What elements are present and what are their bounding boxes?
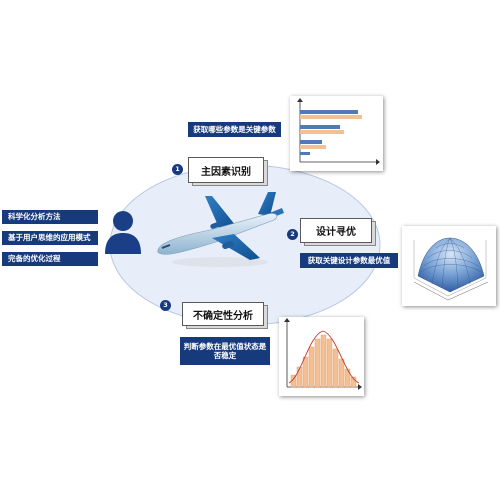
surface-plot-thumbnail xyxy=(402,226,496,306)
left-item-optimization: 完备的优化过程 xyxy=(2,252,98,266)
step1-caption: 获取哪些参数是关键参数 xyxy=(188,122,281,137)
step1-title-box: 主因素识别 xyxy=(188,157,264,183)
step3-caption: 判断参数在最优值状态是否稳定 xyxy=(180,337,270,365)
step3-title-box: 不确定性分析 xyxy=(182,302,264,326)
user-icon xyxy=(105,211,141,254)
step2-number: 2 xyxy=(287,229,298,240)
bar-chart-icon xyxy=(297,98,380,165)
bar-chart-thumbnail xyxy=(290,96,383,171)
step2-caption: 获取关键设计参数最优值 xyxy=(300,253,398,268)
left-item-scientific-method: 科学化分析方法 xyxy=(2,210,98,224)
histogram-thumbnail xyxy=(279,317,364,396)
surface-plot-icon xyxy=(413,237,489,301)
step2-title-box: 设计寻优 xyxy=(300,218,372,243)
left-item-user-mode: 基于用户思维的应用模式 xyxy=(2,231,98,245)
step1-number: 1 xyxy=(172,164,183,175)
histogram-icon xyxy=(284,318,362,390)
step3-title: 不确定性分析 xyxy=(193,310,253,322)
step1-title: 主因素识别 xyxy=(201,166,251,178)
step2-title: 设计寻优 xyxy=(316,227,356,238)
airplane-icon xyxy=(157,192,284,267)
step3-number: 3 xyxy=(160,300,171,311)
